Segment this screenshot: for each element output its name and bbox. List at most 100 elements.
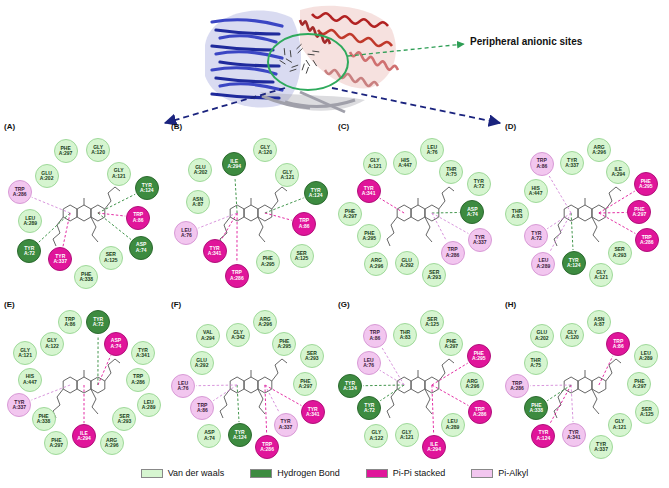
- ligand-stick: [313, 60, 317, 66]
- legend-text: Van der waals: [168, 468, 224, 478]
- residue-label: THR A:83: [508, 209, 526, 220]
- ligand-structure: [554, 187, 621, 246]
- residue-circle: TRP A:286: [635, 228, 659, 252]
- residue-circle: PHE A:338: [74, 265, 98, 289]
- residue-label: TRP A:86: [193, 403, 211, 414]
- residue-circle: ASN A:87: [186, 190, 210, 214]
- ligand-stick: [308, 54, 315, 56]
- residue-label: ARG A:296: [590, 145, 608, 156]
- residue-label: ARG A:296: [256, 317, 274, 328]
- residue-label: ARG A:296: [103, 438, 121, 449]
- residue-label: TRP A:286: [508, 381, 526, 392]
- residue-label: PHE A:297: [47, 438, 65, 449]
- residue-circle: SER A:125: [635, 400, 659, 424]
- interaction-line: [63, 213, 70, 246]
- residue-label: TYR A:72: [89, 317, 107, 328]
- pointer-arrow: [348, 44, 464, 56]
- residue-label: GLY A:121: [592, 270, 610, 281]
- panel-label: (C): [338, 122, 349, 131]
- interaction-line: [213, 385, 237, 401]
- residue-circle: PHE A:297: [439, 332, 463, 356]
- residue-label: GLY A:121: [278, 170, 296, 181]
- residue-circle: SER A:125: [99, 246, 123, 270]
- site-ring: [268, 34, 348, 90]
- residue-label: PHE A:295: [360, 231, 378, 242]
- residue-label: LEU A:76: [360, 358, 378, 369]
- residue-label: SER A:125: [423, 317, 441, 328]
- ligand-stick: [302, 64, 304, 71]
- interaction-line: [599, 356, 613, 385]
- residue-circle: LEU A:289: [137, 393, 161, 417]
- residue-label: HIS A:447: [527, 186, 545, 197]
- residue-circle: GLU A:202: [35, 164, 59, 188]
- residue-circle: TYR A:337: [468, 228, 492, 252]
- residue-circle: ARG A:296: [587, 138, 611, 162]
- residue-circle: TRP A:86: [126, 206, 150, 230]
- residue-circle: TRP A:86: [292, 212, 316, 236]
- residue-label: TYR A:124: [565, 258, 583, 269]
- residue-label: ARG A:296: [367, 258, 385, 269]
- residue-circle: TYR A:72: [467, 172, 491, 196]
- residue-circle: TRP A:286: [441, 241, 465, 265]
- residue-label: SER A:125: [102, 252, 120, 263]
- residue-label: TRP A:286: [638, 235, 656, 246]
- residue-label: TRP A:286: [471, 407, 489, 418]
- residue-circle: GLU A:202: [188, 158, 212, 182]
- residue-label: ASN A:87: [590, 317, 608, 328]
- interaction-line: [363, 385, 404, 387]
- residue-label: HIS A:447: [396, 158, 414, 169]
- legend-item: Pi-Alkyl: [471, 468, 528, 478]
- site-label: Peripheral anionic sites: [470, 36, 582, 47]
- ligand-structure: [387, 187, 454, 246]
- residue-label: PHE A:295: [275, 339, 293, 350]
- residue-label: ILE A:294: [425, 442, 443, 453]
- residue-circle: TYR A:341: [301, 400, 325, 424]
- interaction-line: [548, 175, 571, 213]
- legend-text: Pi-Pi stacked: [393, 468, 446, 478]
- residue-label: TRP A:86: [295, 218, 313, 229]
- panel-label: (D): [505, 122, 516, 131]
- residue-circle: TYR A:337: [589, 435, 613, 459]
- residue-circle: TRP A:286: [505, 374, 529, 398]
- residue-circle: GLU A:292: [190, 351, 214, 375]
- panel-label: (H): [505, 300, 516, 309]
- residue-label: GLY A:122: [367, 430, 385, 441]
- residue-label: TYR A:337: [10, 400, 28, 411]
- residue-circle: TYR A:337: [274, 413, 298, 437]
- ligand-structure: [53, 187, 120, 246]
- residue-circle: GLY A:120: [560, 323, 584, 347]
- residue-label: ARG A:296: [463, 379, 481, 390]
- interaction-line: [265, 198, 304, 213]
- residue-circle: SER A:293: [300, 344, 324, 368]
- panel-label: (B): [171, 122, 182, 131]
- interaction-line: [98, 355, 111, 385]
- interaction-line: [98, 213, 125, 216]
- legend-swatch: [141, 469, 163, 478]
- residue-label: TYR A:72: [527, 231, 545, 242]
- residue-circle: GLY A:120: [253, 138, 277, 162]
- residue-circle: TYR A:72: [524, 224, 548, 248]
- residue-label: TYR A:337: [471, 235, 489, 246]
- residue-label: GLU A:202: [38, 171, 56, 182]
- residue-circle: TYR A:341: [562, 423, 586, 447]
- residue-circle: ILE A:294: [422, 435, 446, 459]
- residue-circle: SER A:125: [420, 310, 444, 334]
- beta-strand: [216, 30, 279, 34]
- residue-circle: SER A:125: [290, 244, 314, 268]
- residue-circle: PHE A:297: [627, 200, 651, 224]
- beta-strand: [212, 68, 276, 74]
- legend-item: Hydrogen Bond: [250, 468, 340, 478]
- residue-label: GLY A:122: [43, 338, 61, 349]
- residue-label: TRP A:286: [11, 187, 29, 198]
- ligand-stick: [306, 60, 310, 66]
- interaction-line: [571, 385, 573, 422]
- residue-label: TYR A:337: [563, 158, 581, 169]
- residue-label: TRP A:286: [228, 270, 246, 281]
- residue-circle: TYR A:337: [48, 247, 72, 271]
- residue-label: TRP A:86: [533, 158, 551, 169]
- residue-circle: TYR A:337: [560, 151, 584, 175]
- residue-circle: GLY A:342: [226, 323, 250, 347]
- interaction-line: [236, 213, 237, 263]
- loop-strand: [300, 92, 345, 112]
